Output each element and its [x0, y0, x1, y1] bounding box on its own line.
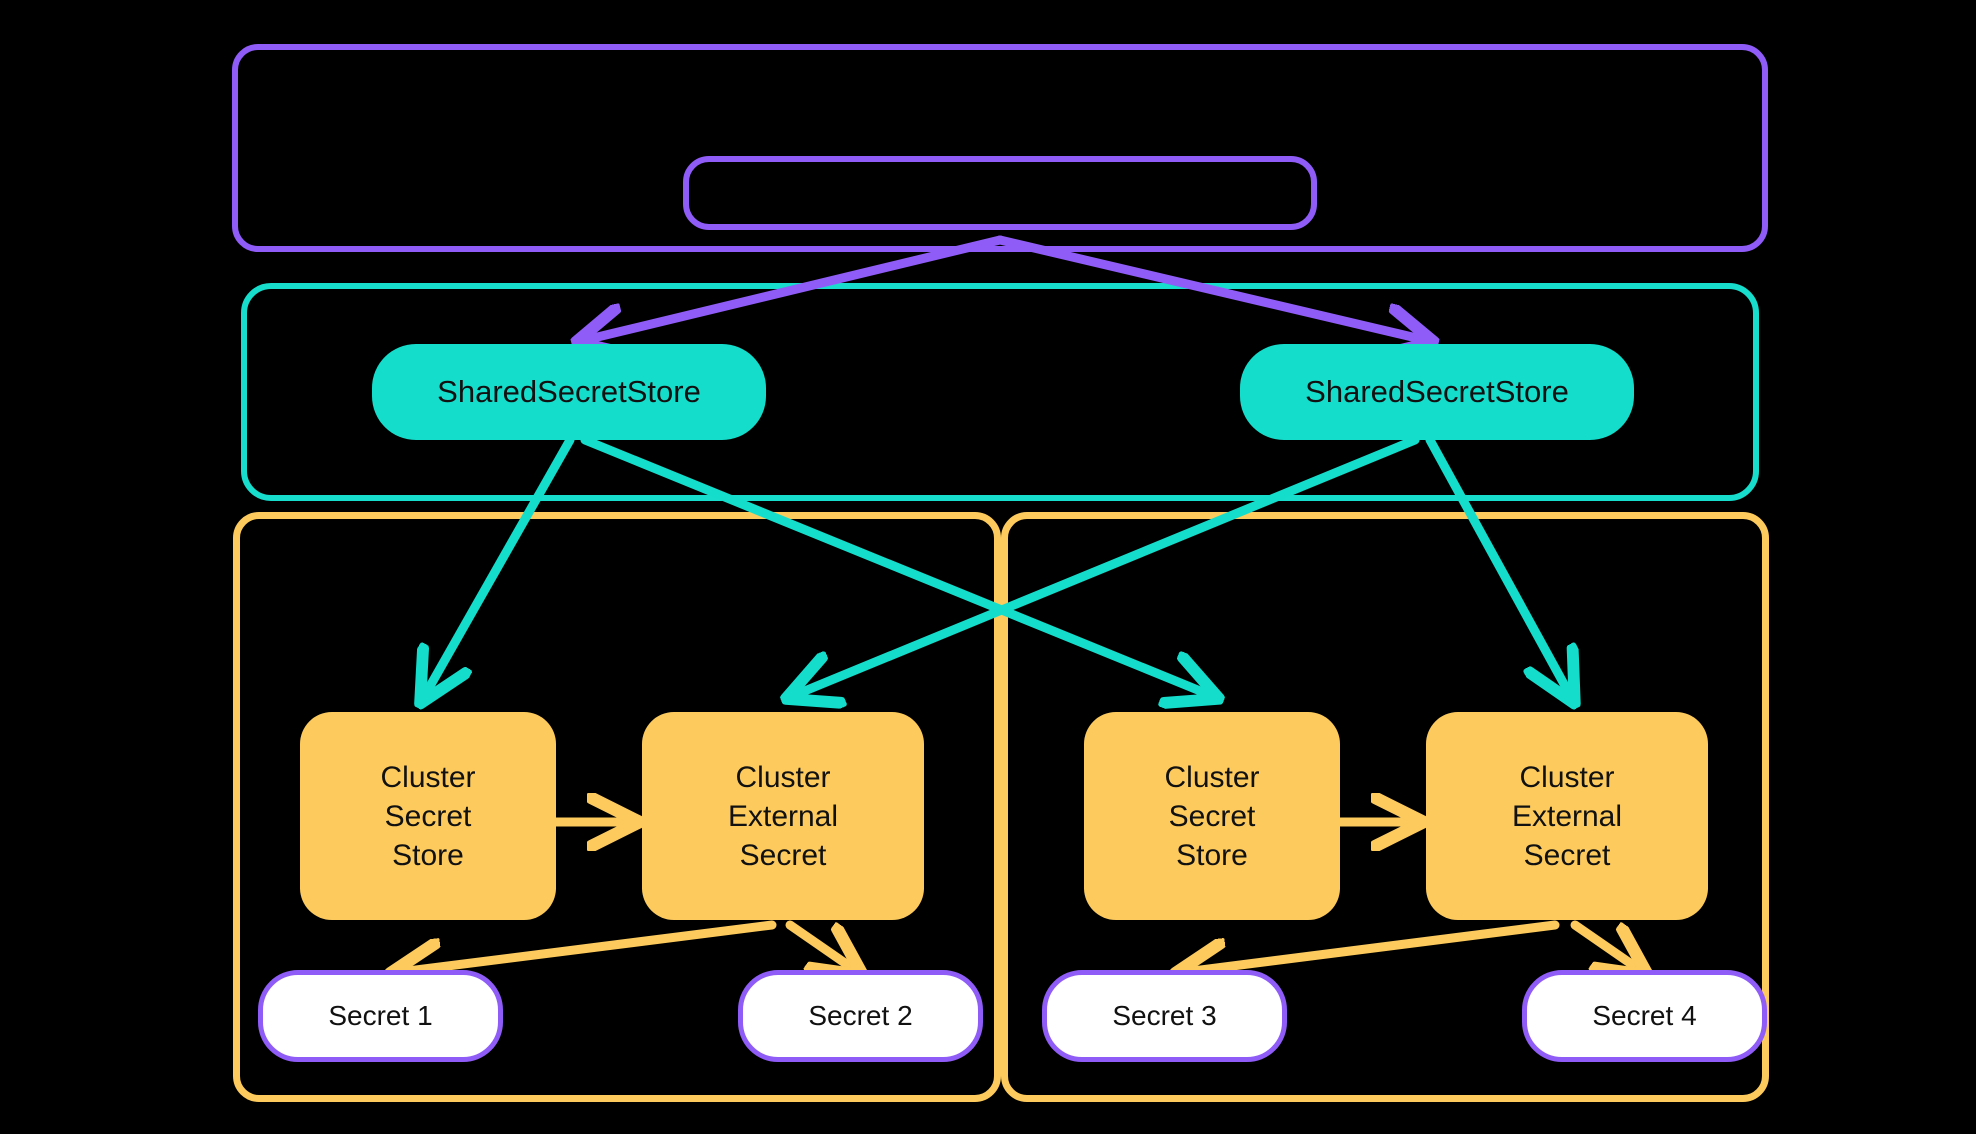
- secret-3-label: Secret 3: [1112, 999, 1217, 1031]
- shared-secret-store-left[interactable]: SharedSecretStore: [372, 344, 766, 440]
- secret-1[interactable]: Secret 1: [258, 970, 503, 1062]
- operator-inner-label: [689, 162, 1311, 224]
- cluster-secret-store-left[interactable]: Cluster Secret Store: [300, 712, 556, 920]
- shared-secret-store-left-label: SharedSecretStore: [437, 373, 701, 409]
- cluster-external-secret-right-line3: Secret: [1523, 838, 1611, 872]
- cluster-secret-store-right-line3: Store: [1176, 838, 1248, 872]
- secret-4-label: Secret 4: [1592, 999, 1697, 1031]
- secret-2-label: Secret 2: [808, 999, 913, 1031]
- cluster-external-secret-left[interactable]: Cluster External Secret: [642, 712, 924, 920]
- secret-2[interactable]: Secret 2: [738, 970, 983, 1062]
- cluster-secret-store-left-line2: Secret: [384, 799, 472, 833]
- cluster-external-secret-left-line1: Cluster: [735, 760, 831, 794]
- cluster-secret-store-left-line3: Store: [392, 838, 464, 872]
- cluster-external-secret-right-line2: External: [1511, 799, 1623, 833]
- secret-1-label: Secret 1: [328, 999, 433, 1031]
- cluster-secret-store-right-line1: Cluster: [1164, 760, 1260, 794]
- cluster-external-secret-left-line2: External: [727, 799, 839, 833]
- operator-inner-box[interactable]: [683, 156, 1317, 230]
- secret-4[interactable]: Secret 4: [1522, 970, 1767, 1062]
- shared-secret-store-right-label: SharedSecretStore: [1305, 373, 1569, 409]
- cluster-secret-store-right-line2: Secret: [1168, 799, 1256, 833]
- cluster-secret-store-left-line1: Cluster: [380, 760, 476, 794]
- shared-secret-store-right[interactable]: SharedSecretStore: [1240, 344, 1634, 440]
- cluster-external-secret-left-line3: Secret: [739, 838, 827, 872]
- cluster-external-secret-right[interactable]: Cluster External Secret: [1426, 712, 1708, 920]
- cluster-external-secret-right-line1: Cluster: [1519, 760, 1615, 794]
- cluster-secret-store-right[interactable]: Cluster Secret Store: [1084, 712, 1340, 920]
- secret-3[interactable]: Secret 3: [1042, 970, 1287, 1062]
